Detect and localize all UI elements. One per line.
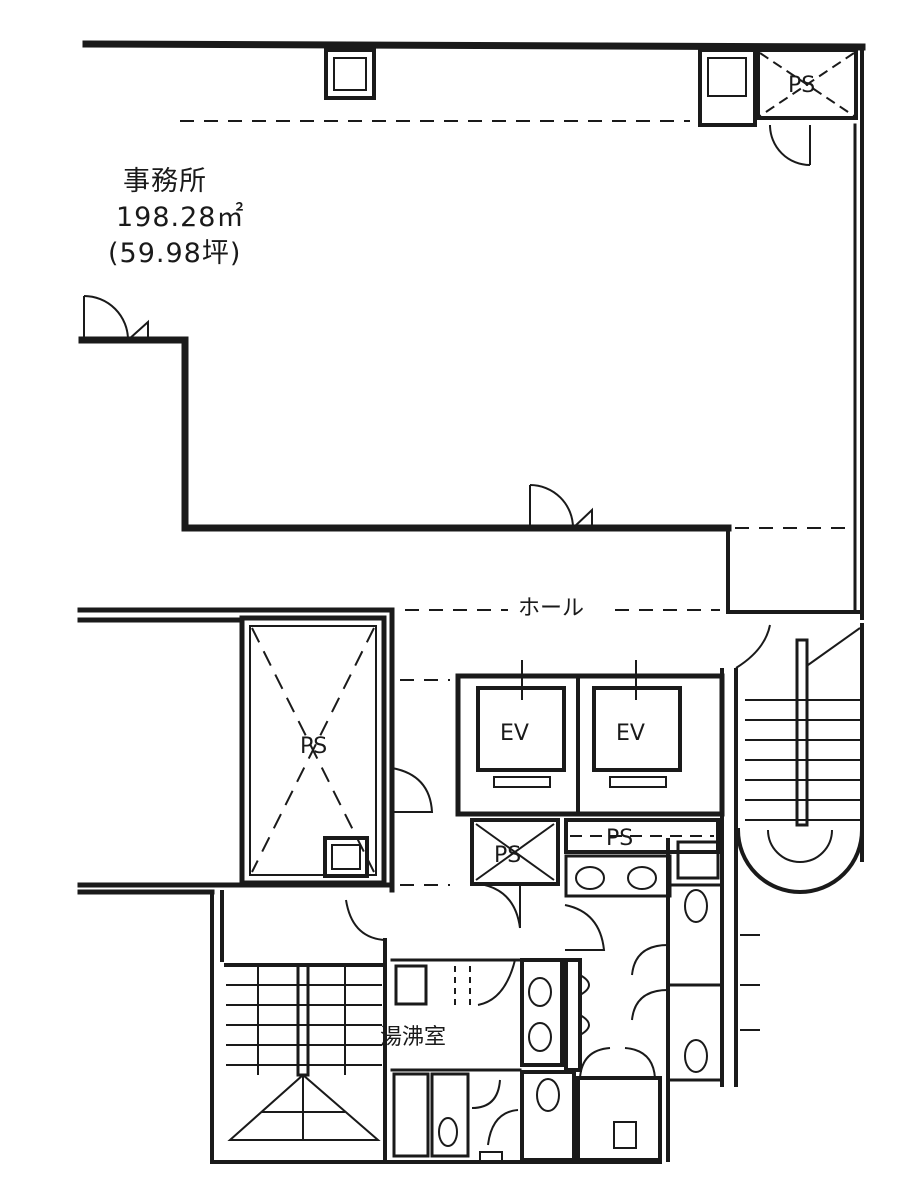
pipe-shaft-mid: PS [470,818,560,886]
door-core-mid [479,883,606,951]
kitchen-lower-stalls [392,1072,519,1158]
kitchen-walls [210,890,662,1164]
office-area-tsubo: (59.98坪) [108,238,241,269]
door-office-entry-top [769,124,811,166]
office-area-sqm: 198.28㎡ [116,202,244,233]
pipe-shaft-mid-label: PS [494,843,521,868]
door-pipe-shaft-main [391,767,434,813]
right-stairs [720,623,865,1087]
column-top-left [324,48,376,100]
left-stairs [224,963,384,1141]
washroom-sinks [564,854,672,898]
elevator-2: EV [592,686,682,788]
bottom-opening [479,1151,503,1163]
pipe-shaft-main: PS [239,615,387,886]
pipe-shaft-small: PS [564,818,720,854]
hall-room-name: ホール [518,596,584,621]
door-office-hall [529,484,593,529]
door-office-left [83,295,149,341]
elevator-2-label: EV [616,721,645,746]
office-walls [78,40,866,620]
pipe-shaft-top-label: PS [788,73,815,98]
toilet-block-middle [520,958,662,1162]
pipe-shaft-main-label: PS [300,734,327,759]
elevator-1: EV [476,686,566,788]
elevator-block [455,660,725,817]
pipe-shaft-top: PS [756,48,858,120]
column-top-right [698,48,757,127]
toilet-block-right [631,838,760,1162]
elevator-1-label: EV [500,721,529,746]
left-core-walls [77,607,395,895]
kitchen-room-name: 湯沸室 [380,1025,446,1050]
pipe-shaft-small-label: PS [606,826,633,851]
office-room-name: 事務所 [123,166,207,197]
